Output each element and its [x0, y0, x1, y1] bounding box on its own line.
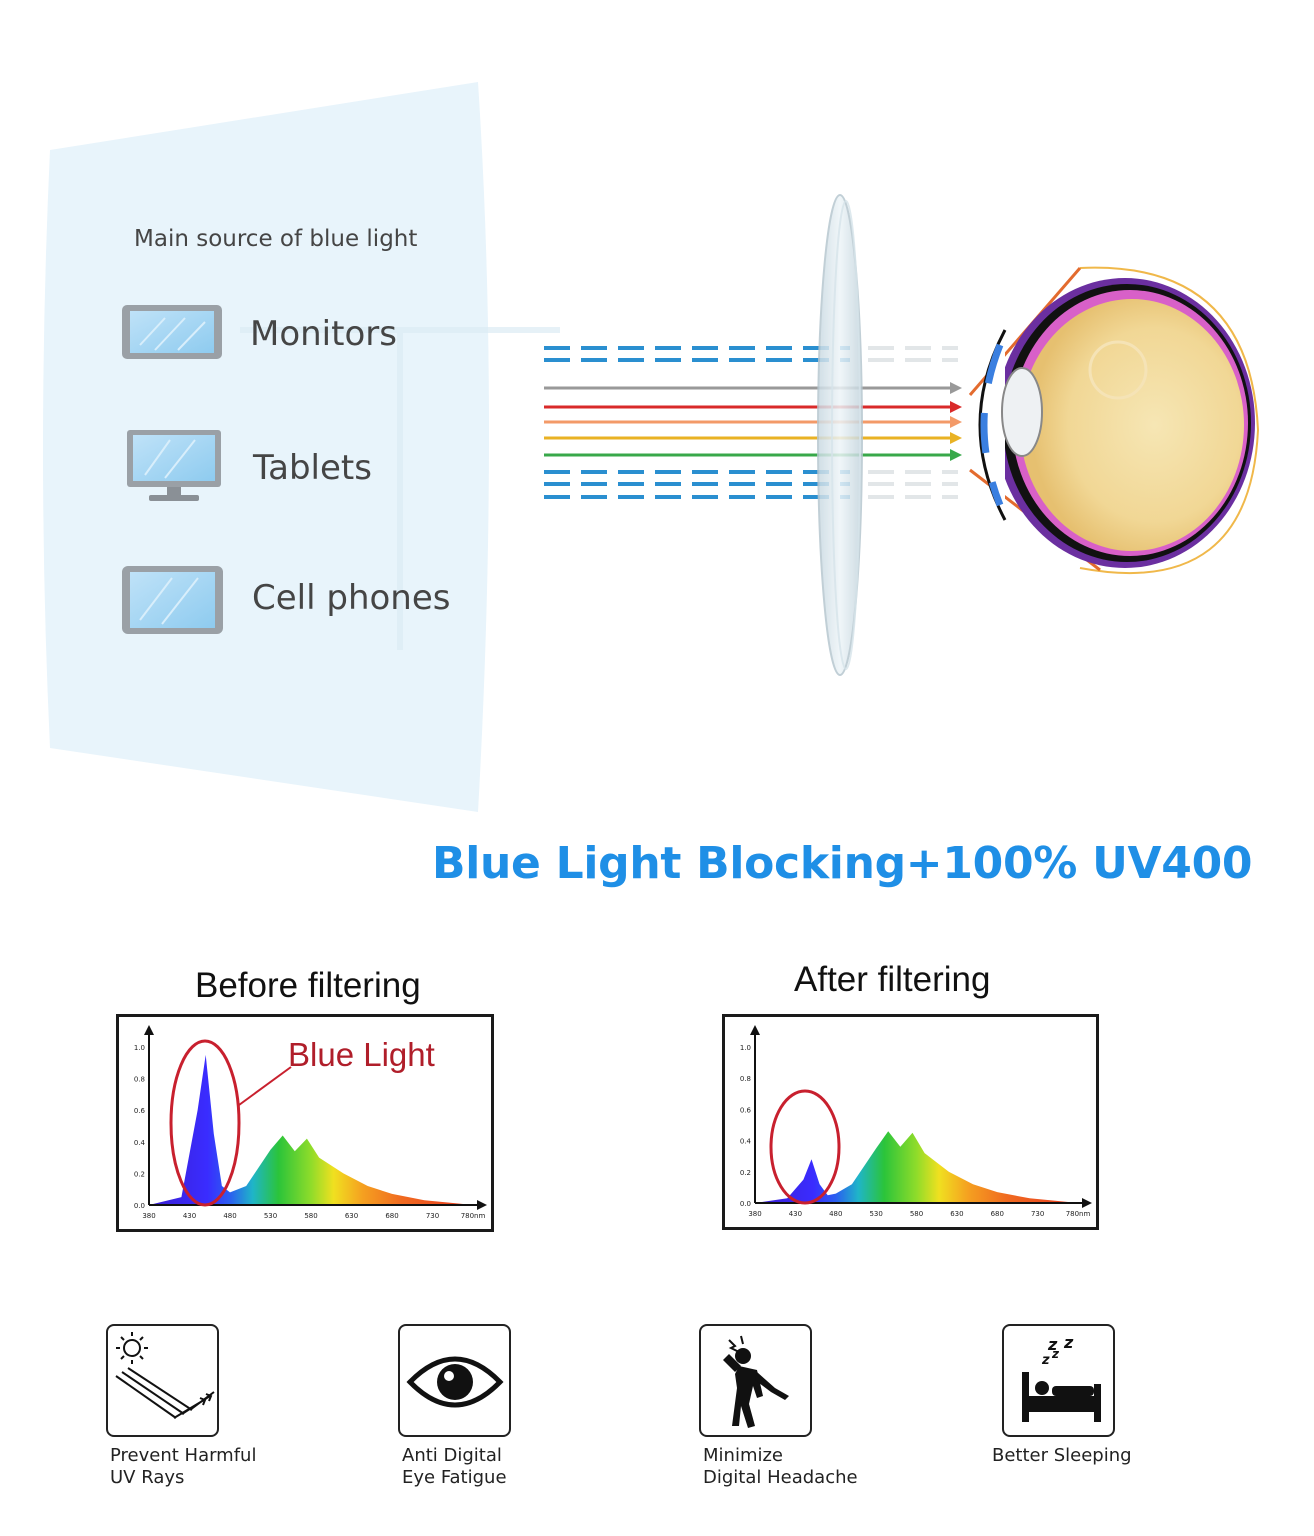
x-tick-label: 730: [1031, 1210, 1044, 1218]
svg-text:z: z: [1041, 1353, 1050, 1368]
feature-headache: Minimize Digital Headache: [699, 1324, 899, 1489]
feature-icon-box: [699, 1324, 812, 1437]
y-tick-label: 1.0: [740, 1044, 751, 1052]
device-label-cell-phones: Cell phones: [252, 578, 451, 618]
visible-light-rays: [544, 382, 962, 461]
x-tick-label: 430: [789, 1210, 802, 1218]
before-chart-svg: 380 430 480 530 580 630 680 730 780nm 0.0 0.2 0.4 0.…: [134, 1025, 487, 1220]
feature-label-line2: UV Rays: [110, 1467, 185, 1488]
desktop-monitor-icon: [127, 430, 221, 501]
x-tick-label: 630: [345, 1212, 358, 1220]
device-label-tablets: Tablets: [253, 448, 372, 488]
feature-label-uv: Prevent Harmful UV Rays: [110, 1445, 306, 1489]
feature-eye-fatigue: Anti Digital Eye Fatigue: [398, 1324, 598, 1489]
feature-icon-box: [398, 1324, 511, 1437]
x-tick-label: 530: [869, 1210, 882, 1218]
blue-light-highlight-ellipse: [169, 1039, 241, 1207]
feature-label-sleep: Better Sleeping: [992, 1445, 1202, 1467]
y-axis-arrow: [144, 1025, 154, 1035]
panel-title: Main source of blue light: [134, 226, 418, 252]
lens: [817, 194, 863, 676]
device-label-monitors: Monitors: [250, 314, 397, 354]
y-tick-label: 0.2: [134, 1170, 145, 1178]
x-tick-label: 480: [223, 1212, 236, 1220]
svg-text:z: z: [1051, 1347, 1060, 1361]
y-tick-label: 0.8: [740, 1075, 751, 1083]
x-tick-label: 380: [142, 1212, 155, 1220]
annotation-pointer-line: [238, 1066, 292, 1106]
y-tick-label: 0.8: [134, 1076, 145, 1084]
before-chart-title: Before filtering: [195, 966, 421, 1005]
x-axis-arrow: [1082, 1198, 1092, 1208]
feature-label-line1: Anti Digital: [402, 1445, 502, 1466]
feature-label-line2: Digital Headache: [703, 1467, 858, 1488]
y-tick-label: 0.6: [740, 1106, 752, 1114]
headline: Blue Light Blocking+100% UV400: [432, 838, 1253, 889]
blue-light-highlight-ellipse: [769, 1089, 841, 1205]
source-panel: [43, 82, 489, 812]
y-tick-label: 0.2: [740, 1169, 751, 1177]
y-tick-label: 0.4: [740, 1138, 752, 1146]
blue-light-rays: [544, 346, 850, 499]
feature-sleeping: z z z z Better Sleeping: [992, 1324, 1202, 1467]
faded-rays: [868, 346, 958, 499]
blue-light-annotation: Blue Light: [288, 1036, 435, 1073]
feature-label-line1: Minimize: [703, 1445, 783, 1466]
after-filtering-chart: 380 430 480 530 580 630 680 730 780nm 0.0 0.2 0.4 0.…: [722, 1014, 1099, 1230]
eye-diagram: [968, 266, 1260, 575]
headache-person-icon: [723, 1335, 789, 1428]
laptop-screen-icon: [122, 305, 222, 359]
x-axis-arrow: [477, 1200, 487, 1210]
x-tick-label: 580: [910, 1210, 923, 1218]
tablet-icon: [122, 566, 223, 634]
eye-icon: [406, 1356, 504, 1408]
y-tick-label: 1.0: [134, 1044, 145, 1052]
before-filtering-chart: 380 430 480 530 580 630 680 730 780nm 0.0 0.2 0.4 0.…: [116, 1014, 494, 1232]
feature-label-line2: Eye Fatigue: [402, 1467, 507, 1488]
svg-text:z: z: [1047, 1335, 1058, 1354]
feature-label-line1: Better Sleeping: [992, 1445, 1132, 1466]
feature-uv-protection: Prevent Harmful UV Rays: [106, 1324, 306, 1489]
feature-icon-box: [106, 1324, 219, 1437]
x-tick-label: 780nm: [1066, 1210, 1091, 1218]
x-tick-label: 530: [264, 1212, 277, 1220]
x-tick-label: 630: [950, 1210, 963, 1218]
sun-uv-rays-icon: [115, 1332, 215, 1419]
x-tick-label: 730: [426, 1212, 439, 1220]
x-tick-label: 430: [183, 1212, 196, 1220]
sleeping-bed-icon: z z z z: [1022, 1333, 1101, 1422]
feature-label-line1: Prevent Harmful: [110, 1445, 257, 1466]
x-tick-label: 780nm: [461, 1212, 486, 1220]
x-tick-label: 580: [304, 1212, 317, 1220]
y-tick-label: 0.0: [134, 1202, 145, 1210]
illustration-svg: [43, 82, 1260, 812]
feature-label-headache: Minimize Digital Headache: [703, 1445, 899, 1489]
svg-text:z: z: [1063, 1333, 1074, 1352]
y-axis-arrow: [750, 1025, 760, 1035]
y-tick-label: 0.0: [740, 1200, 751, 1208]
blue-light-illustration: [43, 82, 1260, 812]
spectrum-area: [149, 1054, 473, 1205]
x-tick-label: 680: [385, 1212, 398, 1220]
spectrum-area: [755, 1131, 1078, 1203]
x-tick-label: 680: [991, 1210, 1004, 1218]
x-tick-label: 380: [748, 1210, 761, 1218]
y-tick-label: 0.4: [134, 1139, 146, 1147]
after-chart-title: After filtering: [794, 960, 991, 999]
feature-icon-box: z z z z: [1002, 1324, 1115, 1437]
after-chart-svg: 380 430 480 530 580 630 680 730 780nm 0.0 0.2 0.4 0.…: [740, 1025, 1092, 1218]
x-tick-label: 480: [829, 1210, 842, 1218]
feature-label-eye: Anti Digital Eye Fatigue: [402, 1445, 598, 1489]
y-tick-label: 0.6: [134, 1107, 146, 1115]
